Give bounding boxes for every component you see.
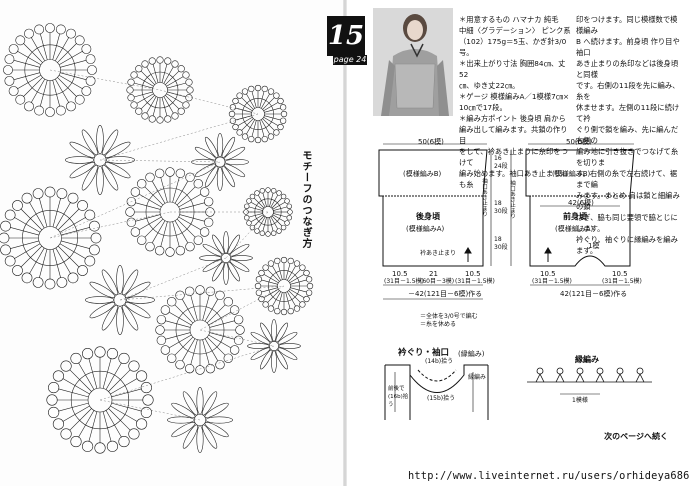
instructions-line: ＊編み方ポイント 後身頃 肩から (459, 114, 566, 123)
instructions-line: あき止まりの糸印などは後身頃と同様 (576, 59, 679, 79)
flower-motif (65, 125, 135, 195)
collar-side: 前後で(16b)拾う (388, 386, 409, 408)
left-page: モチーフのつなぎ方 (0, 0, 344, 486)
front-pattern-a: (模様編みA) (555, 225, 594, 233)
instructions-line: す。右側の糸で左右続けて、裾まで編 (576, 169, 678, 189)
back-left-seg-sub: (31目－1.5模) (384, 278, 424, 285)
instructions-line: みます。まとめ 肩は鎖と細編みの鎖 (576, 191, 680, 211)
instructions-line: です。右側の11段を先に編み、糸を (576, 81, 680, 101)
collar-top: (14b)拾う (425, 358, 454, 365)
doily-motif (126, 56, 194, 124)
instructions-line: ぐり側で鎖を編み、先に編んだ右側の (576, 125, 679, 145)
instructions-line: 印をつけます。同じ模様数で模様編み (576, 15, 678, 35)
motif-diagram (0, 23, 314, 454)
back-right-seg: 10.5 (465, 270, 481, 278)
back-pattern-a: (模様編みA) (406, 225, 445, 233)
instructions-line: ㎝、ゆき丈22㎝。 (459, 81, 520, 90)
back-dim-2: 24段 (494, 163, 508, 170)
collar-mark: 縁編み (468, 374, 487, 381)
front-hem: 42(121目－6模)作る (560, 290, 628, 298)
front-left-seg: 10.5 (540, 270, 556, 278)
flower-motif (85, 265, 155, 335)
instructions-line: ＊出来上がり寸法 胸囲84㎝、丈52 (459, 59, 566, 79)
back-dim-6: 30段 (494, 244, 508, 251)
front-inner-width: 42(6模) (568, 199, 594, 207)
model-figure-icon (373, 8, 453, 116)
collar-title: 衿ぐり・袖口 (398, 348, 450, 358)
front-right-seg-sub: (31目－1.5模) (602, 278, 642, 285)
back-mid-seg-sub: (60目－3模) (420, 278, 455, 285)
instructions-line: ＊ゲージ 模様編みA／1模様7㎝× (459, 92, 570, 101)
edging-title: 縁編み (575, 355, 599, 364)
flower-motif (247, 319, 301, 373)
front-title: 前身頃 (563, 212, 587, 221)
instructions-line: 衿ぐり、袖ぐりに縁編みを編みます。 (576, 235, 678, 255)
instructions-line: はぎ、脇も同じ要領で脇とじにします。 (576, 213, 678, 233)
front-body-outline (510, 143, 635, 286)
back-sleeve-mark: 袖口あき止まり (481, 178, 487, 217)
source-url: http://www.liveinternet.ru/users/orhidey… (408, 470, 690, 482)
front-right-seg: 10.5 (612, 270, 628, 278)
front-side-mark: 袖口あき止まり (509, 180, 515, 219)
flower-motif (167, 387, 233, 453)
page-gutter (343, 0, 347, 486)
instructions-line: をして、衿あき止まりに糸印をつけて (459, 147, 568, 167)
back-title: 後身頃 (416, 212, 440, 221)
instructions-line: B へ続けます。前身頃 作り目や袖口 (576, 37, 680, 57)
back-dim-5: 18 (494, 236, 502, 243)
collar-subtitle: (縁編み) (458, 350, 485, 358)
instructions-line: 編み地に引き抜きでつなげて糸を切りま (576, 147, 679, 167)
front-pattern-count: 1模 (588, 242, 600, 250)
edging-repeat: 1模様 (572, 397, 588, 404)
doily-motif (0, 186, 102, 290)
back-note-2: ＝糸を休める (420, 321, 457, 328)
back-dim-1: 16 (494, 155, 502, 162)
page-reference: page 24 (333, 55, 367, 65)
instructions-line: ＊用意するもの ハマナカ 純毛 (459, 15, 559, 24)
front-left-seg-sub: (31目－1.5模) (532, 278, 572, 285)
flower-motif (191, 133, 249, 191)
front-pattern-b: (模様編みB) (552, 170, 591, 178)
instructions-line: 編み始めます。袖口あき止まりにも糸 (459, 169, 568, 189)
doily-motif (243, 187, 293, 237)
doily-motif (155, 285, 245, 375)
instructions-line: 10㎝で17段。 (459, 103, 507, 112)
back-note-1: ＝全体を3/0号で編む (420, 313, 478, 320)
model-photo (373, 8, 453, 116)
next-page-note: 次のページへ続く (604, 432, 668, 441)
instructions-line: 編み出して編みます。共鎖の作り目 (459, 125, 568, 145)
back-left-seg: 10.5 (392, 270, 408, 278)
instructions-column-2: 印をつけます。同じ模様数で模様編み B へ続けます。前身頃 作り目や袖口 あき止… (576, 14, 684, 256)
back-top-width: 50(6模) (418, 138, 444, 146)
collar-outline (384, 364, 489, 420)
instructions-line: （102）175g＝5玉、かぎ針3/0号。 (459, 37, 567, 57)
front-top-width: 50(6模) (566, 138, 592, 146)
pattern-number: 15 (327, 16, 365, 56)
instructions-column-1: ＊用意するもの ハマナカ 純毛 中細〈グラデーション〉 ピンク系 （102）17… (459, 14, 571, 190)
doily-motif (254, 256, 314, 316)
back-right-seg-sub: (31目－1.5模) (455, 278, 495, 285)
doily-motif (228, 84, 288, 144)
back-pattern-b: (模様編みB) (403, 170, 442, 178)
back-dim-4: 30段 (494, 208, 508, 215)
instructions-line: 中細〈グラデーション〉 ピンク系 (459, 26, 571, 35)
flower-motif (199, 231, 253, 285)
doily-motif (46, 346, 154, 454)
doily-motif (3, 23, 97, 117)
instructions-line: 休ませます。左側の11段に続けて衿 (576, 103, 680, 123)
back-dim-3: 18 (494, 200, 502, 207)
back-hem: －42(121目－6模)作る (408, 290, 483, 298)
back-body-outline (378, 143, 492, 300)
edging-chart (527, 367, 652, 395)
back-mid-seg: 21 (429, 270, 438, 278)
back-neck-mark: 衿あき止まり (420, 250, 457, 257)
motif-title: モチーフのつなぎ方 (300, 150, 311, 249)
doily-motif (125, 167, 215, 257)
collar-bottom: (15b)拾う (427, 395, 456, 402)
